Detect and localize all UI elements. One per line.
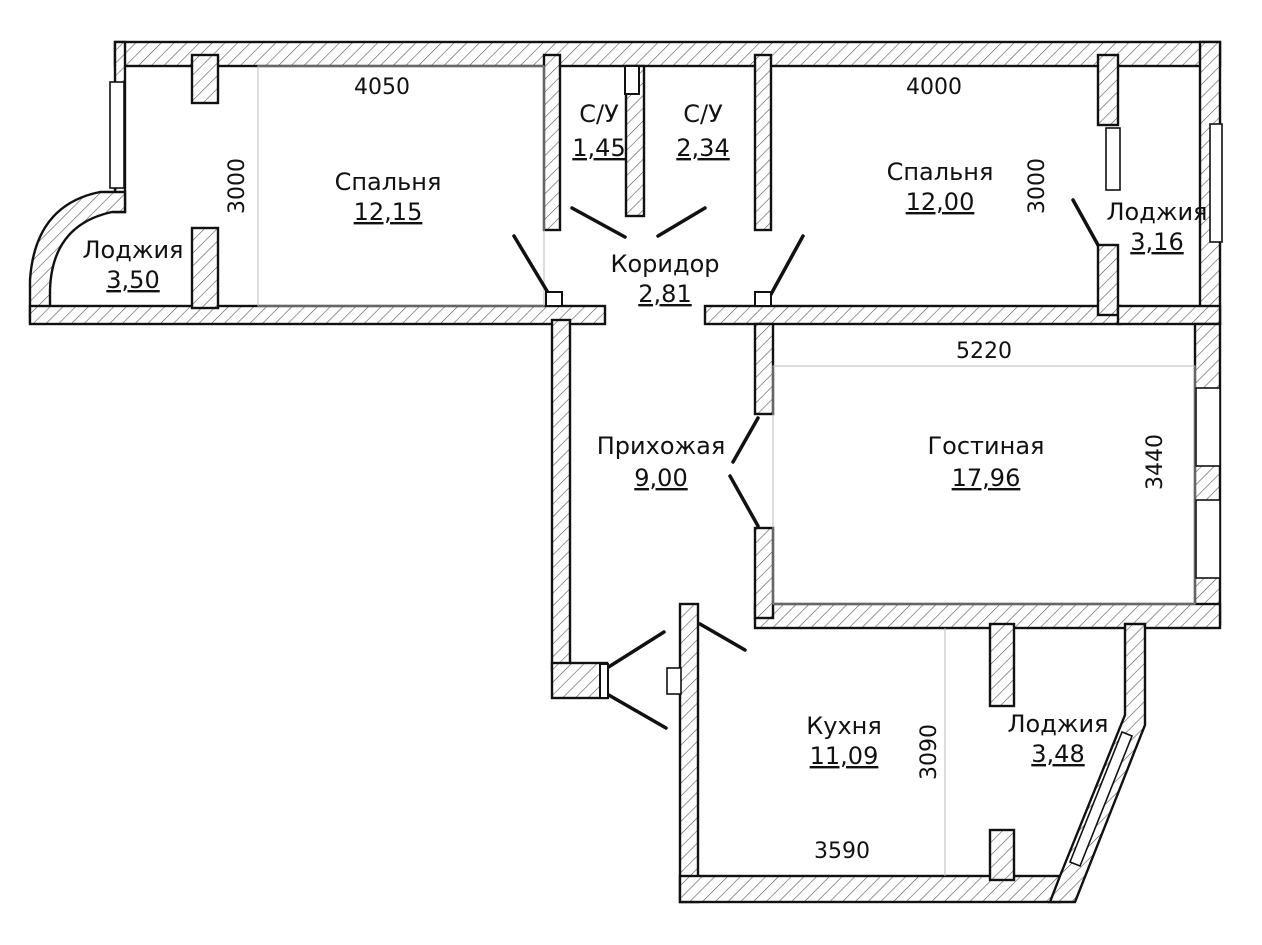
window-living-1 [1195, 387, 1221, 467]
wall-hallway-left [550, 318, 572, 672]
door-frame-bedroom-right [754, 291, 772, 307]
hallway-area: 9,00 [634, 464, 687, 492]
wall-living-right [1193, 322, 1222, 626]
kitchen-name: Кухня [806, 712, 882, 740]
bedroom-left-area: 12,15 [354, 198, 423, 226]
room-labels: Спальня 12,15 С/У 1,45 С/У 2,34 Спальня … [83, 100, 1208, 770]
window-right-loggia [1209, 123, 1223, 243]
wall-living-left-bottom [753, 526, 775, 620]
inner-contours [257, 65, 1196, 876]
wall-bedroom-bottom-left [28, 304, 607, 326]
door-wc-1 [570, 206, 627, 239]
wc-shaft [624, 65, 640, 95]
dim-bedroom-right-width: 4000 [906, 75, 962, 100]
wall-loggia-bottom [1116, 304, 1222, 326]
loggia-kitchen-area: 3,48 [1031, 740, 1084, 768]
window-living-2 [1195, 499, 1221, 579]
window-kitchen-loggia [1068, 730, 1134, 868]
wall-living-left-top [753, 322, 775, 416]
dim-bedroom-left-width: 4050 [354, 75, 410, 100]
wc-1-name: С/У [579, 100, 619, 128]
wall-partition-loggia-bedroom-top [190, 53, 220, 105]
dim-kitchen-width: 3590 [814, 839, 870, 864]
hallway-name: Прихожая [597, 432, 726, 460]
bedroom-right-area: 12,00 [906, 188, 975, 216]
wall-hallway-bottom [550, 661, 609, 700]
wall-kitchen-left [678, 602, 700, 904]
loggia-right-name: Лоджия [1107, 198, 1208, 226]
windows [109, 81, 1223, 868]
window-bedroom-loggia [1105, 127, 1121, 191]
wall-top [113, 40, 1222, 68]
door-loggia-right [1071, 198, 1100, 247]
wall-wc-bedroom [753, 53, 773, 232]
door-entrance-lower [605, 692, 668, 730]
dimension-labels: 4050 3000 4000 3000 5220 3440 3590 3090 [225, 75, 1168, 864]
door-bedroom-right [768, 234, 805, 298]
wall-bedroom-wc [542, 53, 562, 232]
door-wc-2 [656, 206, 707, 238]
wall-left-loggia-curve [28, 190, 127, 324]
door-frame-entrance [599, 663, 609, 699]
dim-living-depth: 3440 [1143, 434, 1168, 490]
bedroom-right-name: Спальня [887, 158, 994, 186]
loggia-left-name: Лоджия [83, 236, 184, 264]
loggia-left-area: 3,50 [106, 266, 159, 294]
corridor-name: Коридор [610, 250, 719, 278]
door-living-lower [728, 474, 760, 528]
door-kitchen [698, 622, 747, 652]
contour-living [772, 365, 1196, 605]
dim-bedroom-left-depth: 3000 [225, 158, 250, 214]
corridor-area: 2,81 [638, 280, 691, 308]
wall-kitchen-loggia-bottom [988, 828, 1016, 882]
wall-kitchen-loggia-top [988, 622, 1016, 708]
bedroom-left-name: Спальня [335, 168, 442, 196]
door-living-upper [731, 416, 760, 464]
door-entrance-upper [605, 630, 666, 670]
wall-partition-loggia-bedroom-bottom [190, 226, 220, 310]
wall-living-bottom [753, 602, 1222, 630]
wc-1-area: 1,45 [572, 134, 625, 162]
wc-2-area: 2,34 [676, 134, 729, 162]
wall-partition-bedroom-loggia-bottom [1096, 243, 1120, 317]
living-area: 17,96 [952, 464, 1021, 492]
dim-kitchen-depth: 3090 [917, 724, 942, 780]
loggia-right-area: 3,16 [1130, 228, 1183, 256]
wall-kitchen-loggia-right [1048, 622, 1147, 904]
dim-living-width: 5220 [956, 339, 1012, 364]
loggia-kitchen-name: Лоджия [1008, 710, 1109, 738]
door-bedroom-left [512, 234, 552, 298]
contour-bedroom-left [257, 65, 545, 307]
wall-partition-bedroom-loggia-top [1096, 53, 1120, 127]
kitchen-area: 11,09 [810, 742, 879, 770]
door-frame-bedroom-left [545, 291, 563, 307]
wall-bedroom-bottom-right [703, 304, 1122, 326]
dim-bedroom-right-depth: 3000 [1025, 158, 1050, 214]
living-name: Гостиная [928, 432, 1045, 460]
window-left-loggia [109, 81, 125, 189]
wc-2-name: С/У [683, 100, 723, 128]
doors [512, 65, 1100, 730]
window-kitchen-entry [666, 667, 682, 695]
